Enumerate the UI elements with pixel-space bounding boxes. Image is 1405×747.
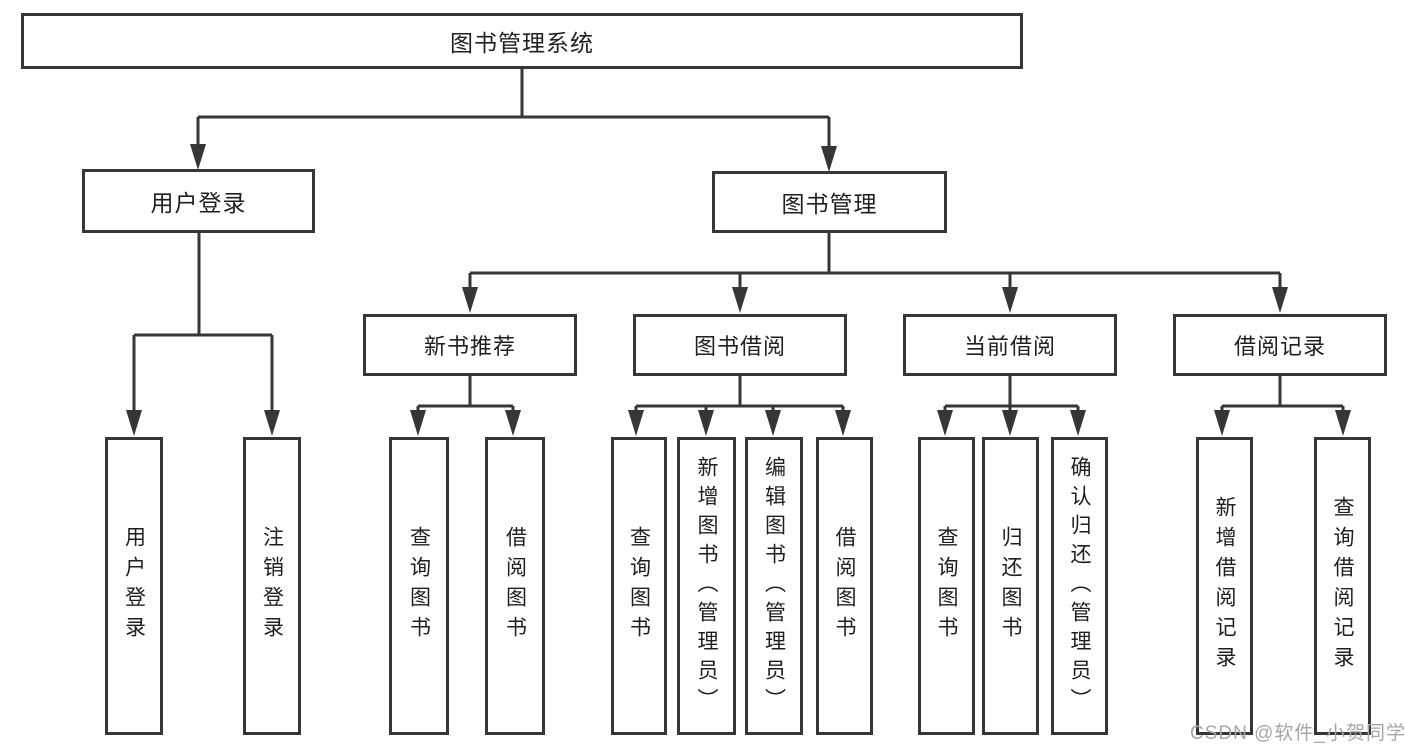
leaf-current-return-books: 归还图书 [982,437,1039,735]
leaf-current-confirm-return-admin: 确认归还（管理员） [1051,437,1108,735]
node-user-login: 用户登录 [82,169,315,233]
leaf-borrow-add-books-admin: 新增图书（管理员） [677,437,736,735]
leaf-borrow-edit-books-admin: 编辑图书（管理员） [745,437,803,735]
leaf-recommend-query-books: 查询图书 [389,437,449,735]
watermark: CSDN @软件_小贺同学 [1190,723,1405,744]
leaf-recommend-borrow-books: 借阅图书 [485,437,545,735]
node-new-book-recommend: 新书推荐 [363,314,577,376]
leaf-logout: 注销登录 [243,437,301,735]
node-borrow-records: 借阅记录 [1173,314,1387,376]
leaf-user-login: 用户登录 [105,437,163,735]
node-book-management: 图书管理 [712,171,947,233]
leaf-current-query-books: 查询图书 [918,437,975,735]
leaf-records-query-record: 查询借阅记录 [1314,437,1371,735]
node-root-library-system: 图书管理系统 [21,13,1023,69]
leaf-borrow-query-books: 查询图书 [611,437,667,735]
leaf-records-add-record: 新增借阅记录 [1196,437,1253,735]
leaf-borrow-borrow-books: 借阅图书 [816,437,873,735]
node-current-borrow: 当前借阅 [903,314,1117,376]
node-book-borrow: 图书借阅 [633,314,847,376]
